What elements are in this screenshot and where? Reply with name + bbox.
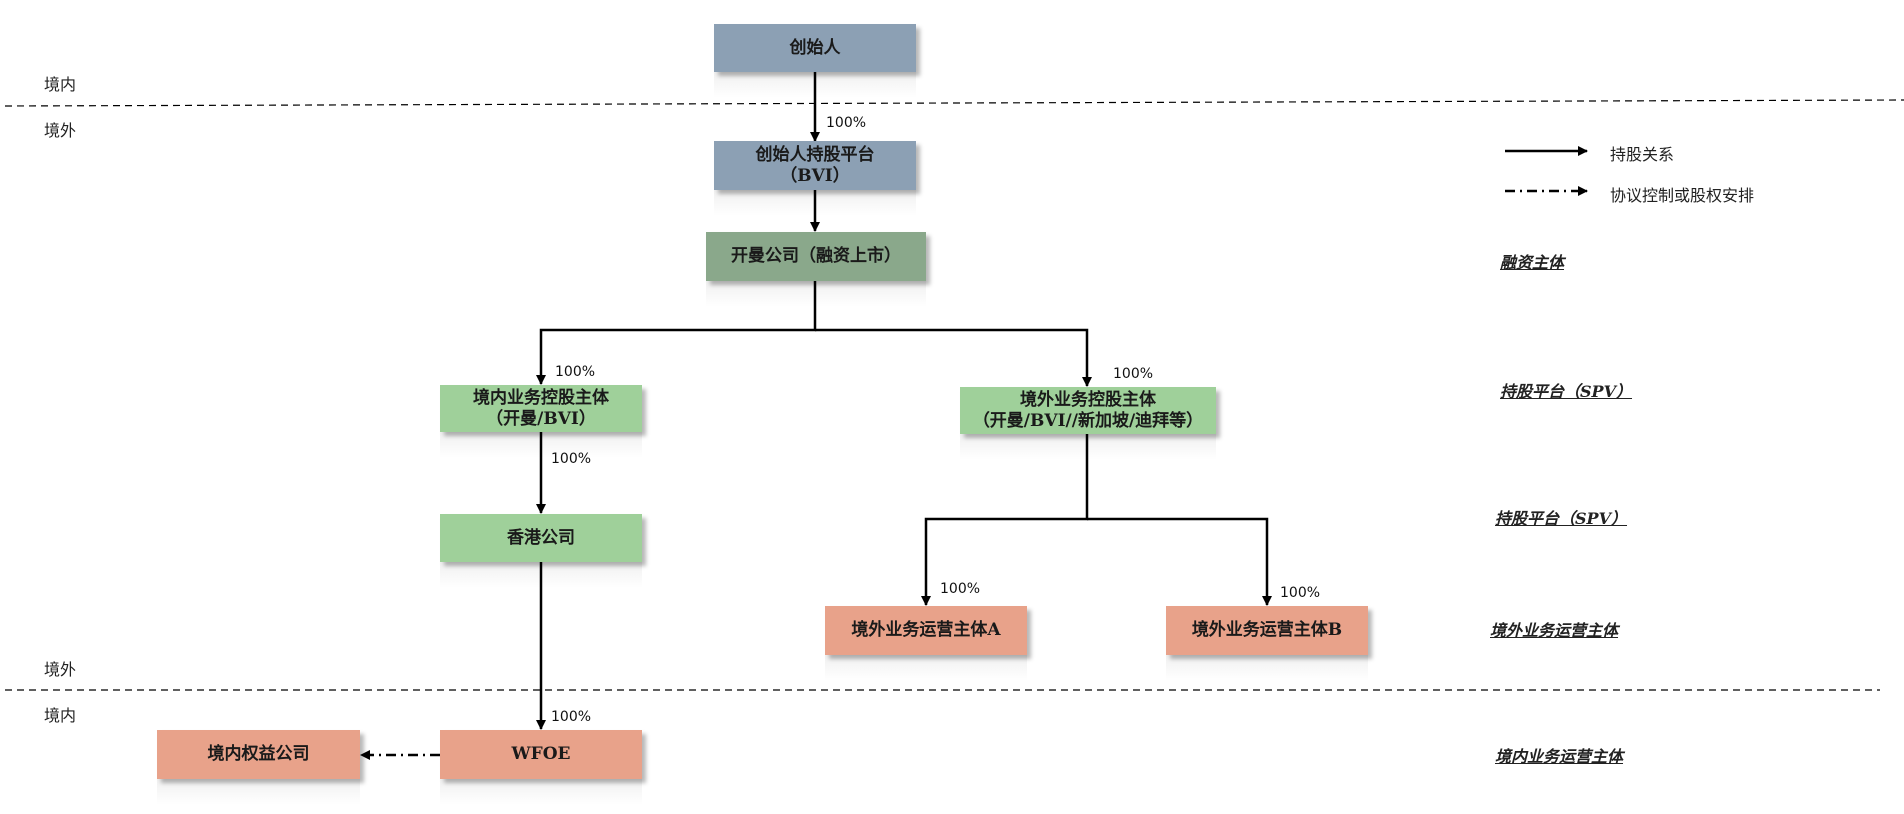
legend-label-agreement-control: 协议控制或股权安排 (1610, 186, 1755, 205)
level-label-spv-2: 持股平台（SPV） (1495, 509, 1628, 528)
node-overseas-ops-a-label: 境外业务运营主体A (851, 620, 1001, 640)
edge-listco-to-overseas-holding (815, 328, 1092, 387)
edge-listco-to-domestic-holding (536, 281, 817, 385)
zone-label-domestic-top: 境内 (44, 75, 77, 94)
node-listed-company: 开曼公司（融资上市） (706, 232, 926, 307)
domestic-overseas-divider-top (4, 99, 1904, 107)
node-founder: 创始人 (714, 24, 916, 98)
level-label-overseas-ops: 境外业务运营主体 (1490, 621, 1619, 640)
node-domestic-equity-company-label: 境内权益公司 (207, 744, 310, 764)
node-listed-company-label: 开曼公司（融资上市） (731, 246, 901, 266)
node-founder-bvi-line1: 创始人持股平台 (755, 144, 875, 165)
pct-overseas-to-a: 100% (940, 581, 981, 597)
node-overseas-ops-b-label: 境外业务运营主体B (1191, 620, 1343, 640)
node-overseas-holding: 境外业务控股主体 （开曼/BVI//新加坡/迪拜等） (960, 387, 1216, 460)
pct-hk-to-wfoe: 100% (551, 709, 592, 725)
node-overseas-holding-line2: （开曼/BVI//新加坡/迪拜等） (972, 410, 1204, 431)
pct-overseas-to-b: 100% (1280, 585, 1321, 601)
node-wfoe: WFOE (440, 730, 642, 805)
node-domestic-equity-company: 境内权益公司 (157, 730, 360, 805)
zone-label-domestic-bottom: 境内 (44, 706, 77, 725)
node-overseas-ops-a: 境外业务运营主体A (825, 606, 1027, 681)
node-founder-bvi: 创始人持股平台 （BVI） (714, 141, 916, 216)
node-hk-company-label: 香港公司 (507, 527, 575, 548)
level-label-spv-1: 持股平台（SPV） (1500, 382, 1633, 401)
level-label-domestic-ops: 境内业务运营主体 (1495, 747, 1624, 766)
edge-overseas-holding-to-ops-a (921, 434, 1089, 606)
node-wfoe-label: WFOE (511, 744, 571, 764)
zone-label-overseas-bottom: 境外 (44, 660, 77, 679)
level-label-financing: 融资主体 (1500, 253, 1565, 272)
node-domestic-holding: 境内业务控股主体 （开曼/BVI） (440, 385, 642, 458)
pct-listco-to-domestic: 100% (555, 364, 596, 380)
node-domestic-holding-line2: （开曼/BVI） (486, 408, 596, 429)
legend-label-shareholding: 持股关系 (1610, 145, 1675, 164)
edge-overseas-holding-to-ops-b (1087, 517, 1272, 606)
node-overseas-ops-b: 境外业务运营主体B (1166, 606, 1368, 681)
node-founder-bvi-line2: （BVI） (780, 165, 850, 186)
pct-listco-to-overseas: 100% (1113, 366, 1154, 382)
node-overseas-holding-line1: 境外业务控股主体 (1020, 389, 1156, 410)
zone-label-overseas-top: 境外 (44, 121, 77, 140)
pct-founder-to-bvi: 100% (826, 115, 867, 131)
pct-domestic-to-hk: 100% (551, 451, 592, 467)
node-hk-company: 香港公司 (440, 514, 642, 588)
node-domestic-holding-line1: 境内业务控股主体 (473, 387, 609, 408)
node-founder-label: 创始人 (789, 37, 841, 58)
